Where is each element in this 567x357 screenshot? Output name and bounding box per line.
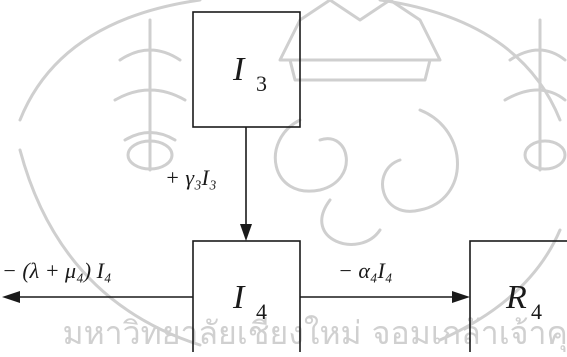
flow-i3-to-i4-label: + γ₃I₃: [165, 165, 217, 190]
compartment-i4-symbol: I: [232, 279, 246, 316]
flow-i4-to-r4-label: − α₄I₄: [338, 258, 393, 283]
flow-i3-to-i4-arrowhead: [240, 224, 252, 241]
watermark-arc-right: [378, 0, 562, 122]
watermark-ornament-left: [113, 18, 187, 172]
watermark-urn-left: [126, 139, 174, 171]
watermark-arc-lower-right: [438, 228, 562, 342]
watermark-seal: มหาวิทยาลัยเชียงใหม่ จอมเกล้าเจ้าคุณ: [18, 0, 567, 353]
compartment-i3: I 3: [192, 11, 301, 128]
watermark-urn-right: [523, 139, 567, 171]
watermark-ornament-right: [503, 18, 567, 172]
watermark-text: มหาวิทยาลัยเชียงใหม่ จอมเกล้าเจ้าคุณ: [62, 314, 567, 352]
flow-i3-to-i4: + γ₃I₃: [165, 127, 252, 241]
compartment-r4-symbol: R: [505, 279, 527, 316]
compartment-i4-box: [192, 240, 301, 357]
watermark-arc-lower-left: [18, 148, 202, 347]
compartment-i3-box: [192, 11, 301, 128]
watermark-curl-center: [320, 198, 382, 246]
flow-i4-out-label: − (λ + μ₄) I₄: [2, 258, 112, 283]
compartment-i4: I 4: [192, 240, 301, 357]
compartment-i3-symbol: I: [232, 51, 246, 88]
watermark-curl-left: [273, 118, 348, 193]
watermark-arc-left: [18, 0, 202, 122]
flow-i4-out-arrowhead: [2, 291, 20, 303]
flow-i4-to-r4: − α₄I₄: [300, 258, 470, 303]
watermark-crown: [278, 0, 442, 62]
compartment-i4-subscript: 4: [256, 299, 267, 324]
flow-i4-to-r4-arrowhead: [452, 291, 470, 303]
flow-i4-out: − (λ + μ₄) I₄: [2, 258, 193, 303]
compartment-r4-subscript: 4: [531, 299, 542, 324]
compartment-i3-subscript: 3: [256, 71, 267, 96]
watermark-curl-right: [381, 108, 459, 213]
compartment-r4: R 4: [469, 240, 567, 357]
watermark-crown-base: [288, 58, 432, 82]
